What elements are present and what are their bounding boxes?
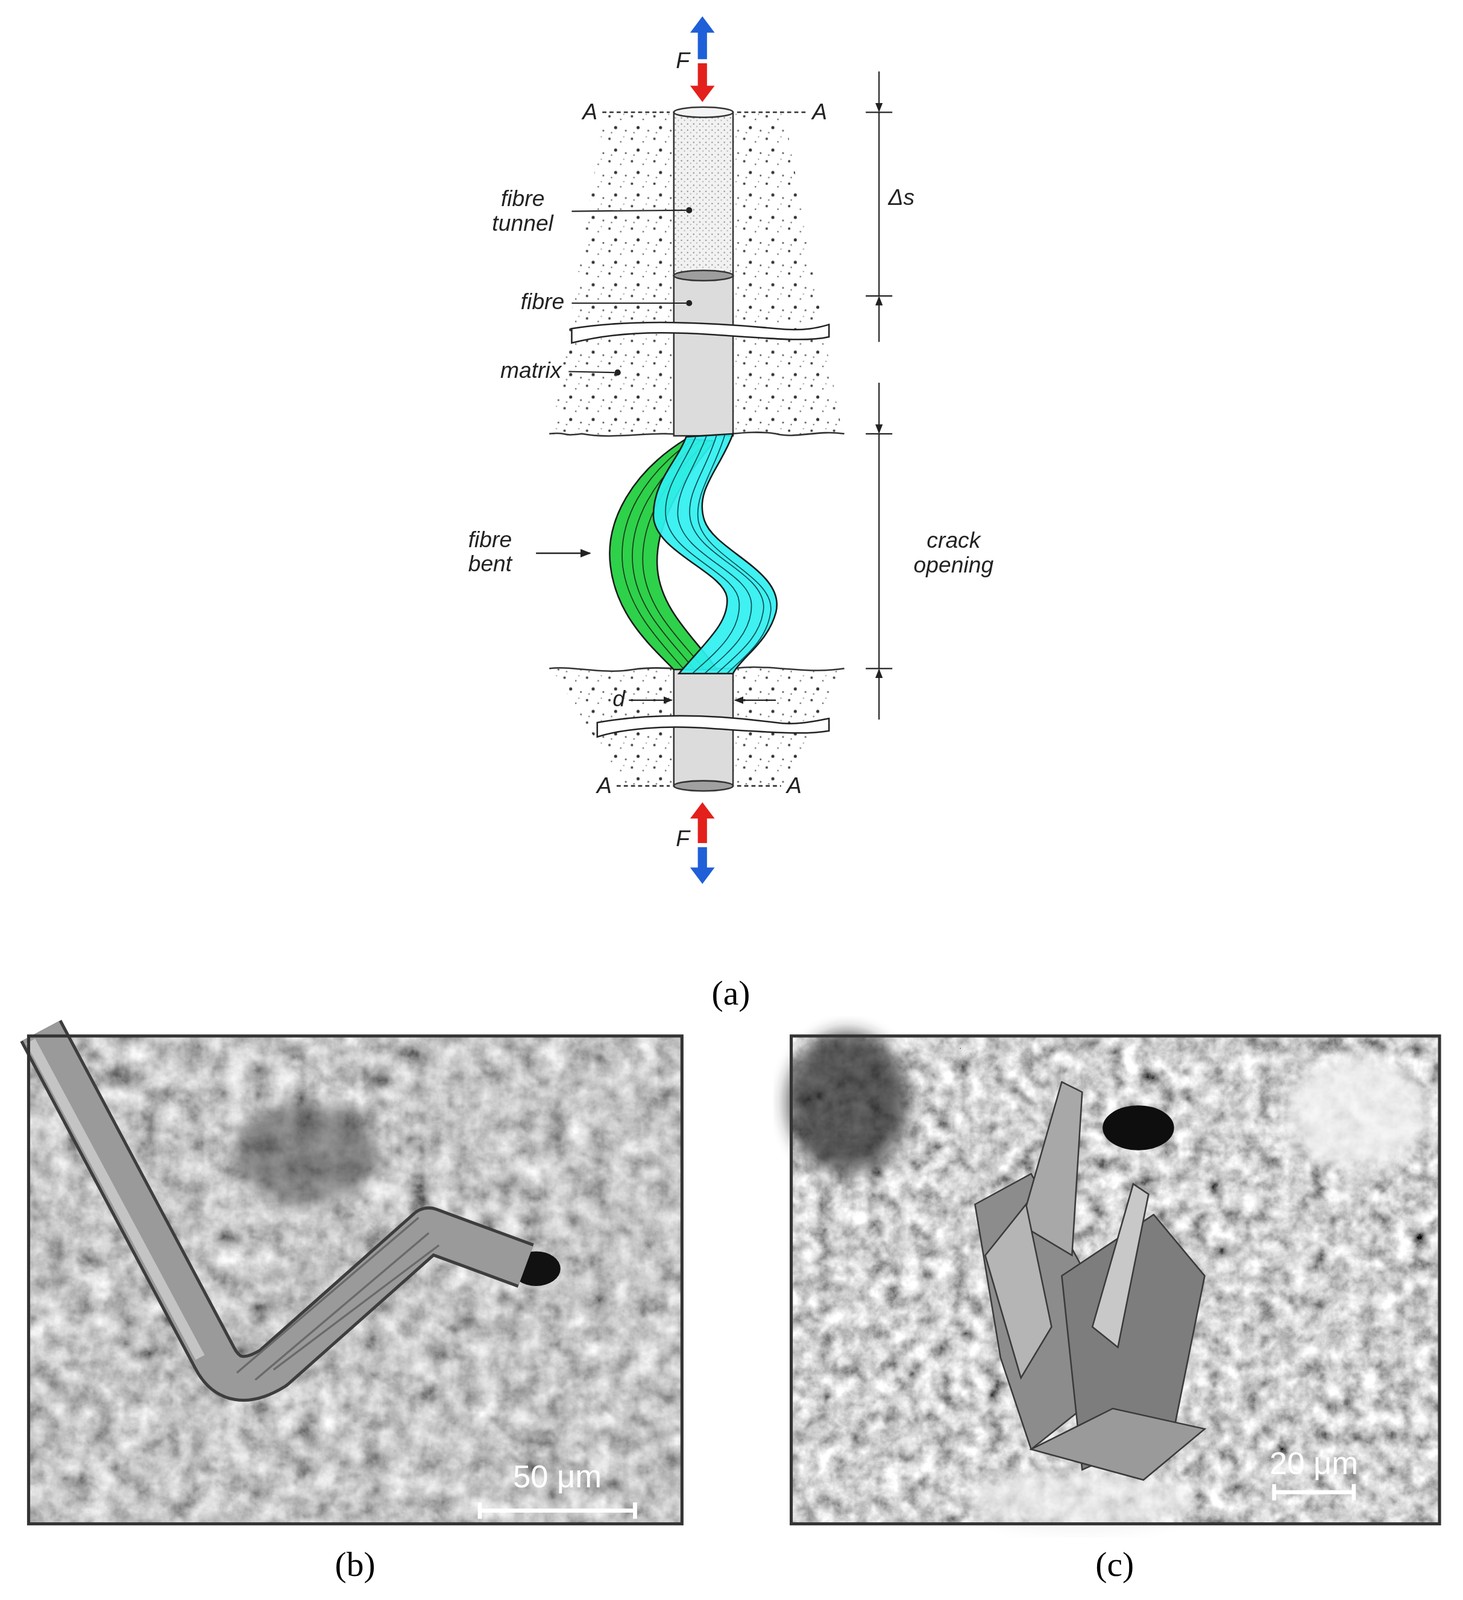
fibre-filaments [665,434,771,674]
dimension-arrow [878,382,880,433]
dimension-label: Δs [887,185,915,211]
force-arrow-head [690,16,715,33]
dimension-label: crack opening [896,528,1011,579]
section-line [737,785,782,788]
scale-bar-end [1351,1484,1356,1501]
sem-fibre-striation [236,1218,439,1381]
dimension-label: d [612,687,626,712]
section-label: A [596,773,612,799]
section-label: A [786,773,802,799]
force-arrow-head [690,868,715,885]
sem-texture [1286,1056,1430,1169]
section-line [602,111,670,114]
scale-bar-end [632,1502,638,1520]
break-mark [571,322,829,343]
sem-fibre-highlight [30,1041,201,1359]
panel-caption: (c) [1095,1544,1134,1583]
force-arrow [698,816,708,844]
force-arrow [698,847,708,870]
part-label: matrix [500,358,562,383]
image-frame [791,1036,1440,1525]
section-label: A [811,100,828,125]
dimension-line [878,112,880,296]
sem-texture [969,1470,1195,1532]
leader-line [571,210,686,212]
section-label: A [582,100,598,125]
fibre-tunnel [673,112,734,276]
dimension-arrow [628,699,672,702]
section-line [616,785,670,788]
fibre-segment [673,275,734,436]
force-arrow-head [690,802,715,819]
fibre-end [673,781,734,792]
fibre-end [673,270,734,281]
leader-line [568,371,615,373]
part-label: fibre tunnel [482,186,563,237]
dimension-line [878,434,880,670]
scale-label: 50 μm [512,1459,602,1495]
force-label: F [675,48,690,74]
sem-texture [235,1102,378,1205]
scale-label: 20 μm [1269,1446,1359,1482]
panel-caption: (a) [711,973,750,1012]
matrix-lower [551,667,843,787]
force-arrow-head [690,85,715,102]
force-arrow [698,30,708,60]
image-frame [28,1036,682,1525]
force-label: F [675,827,690,852]
scale-bar [1274,1490,1354,1495]
dimension-arrow [878,71,880,112]
leader-line [571,302,686,304]
matrix-upper [551,112,843,436]
break-mark [597,716,829,738]
scale-bar-end [1271,1484,1277,1501]
leader-dot [685,207,693,214]
dimension-arrow [734,699,776,702]
section-line [737,111,807,114]
dimension-arrow [878,669,880,720]
part-label: fibre [520,289,565,315]
sem-texture [786,1031,909,1175]
force-arrow [698,63,708,89]
leader-dot [685,300,693,307]
fibre-hole [1102,1105,1175,1151]
dimension-arrow [878,297,880,343]
part-label: fibre bent [450,528,530,578]
leader-dot [614,369,621,376]
scale-bar [479,1508,635,1514]
leader-arrow [535,552,591,555]
frayed-fibre [974,1082,1205,1481]
scale-bar-end [478,1502,483,1520]
bent-fibre-strand [653,434,778,674]
panel-caption: (b) [335,1544,376,1583]
tunnel-mouth [673,107,734,118]
